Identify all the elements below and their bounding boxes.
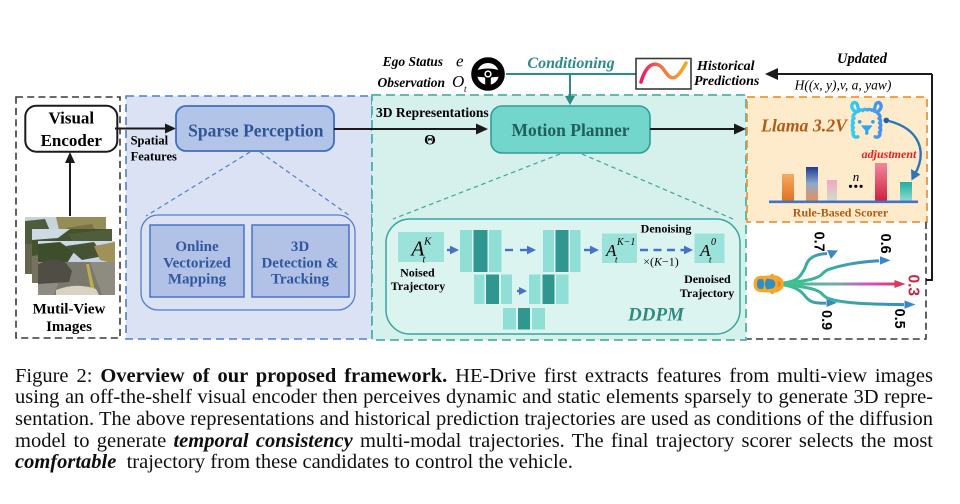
svg-text:Trajectory: Trajectory [680, 286, 734, 300]
svg-text:0.5: 0.5 [891, 309, 907, 329]
svg-text:Noised: Noised [400, 266, 435, 280]
svg-text:t: t [464, 84, 467, 94]
svg-text:Sparse Perception: Sparse Perception [188, 121, 324, 141]
svg-text:A: A [410, 237, 425, 261]
svg-text:n: n [853, 169, 860, 184]
svg-text:Spatial: Spatial [131, 134, 169, 148]
svg-text:K: K [423, 236, 432, 248]
svg-text:Denoised: Denoised [684, 272, 731, 286]
svg-text:adjustment: adjustment [862, 147, 917, 161]
svg-text:t: t [709, 255, 712, 265]
svg-text:K−1: K−1 [616, 237, 635, 248]
svg-text:Trajectory: Trajectory [391, 279, 445, 293]
svg-text:0.7: 0.7 [811, 232, 827, 252]
svg-text:0: 0 [711, 237, 716, 248]
svg-text:Vectorized: Vectorized [163, 255, 231, 271]
svg-text:DDPM: DDPM [627, 305, 685, 326]
svg-text:Detection &: Detection & [261, 255, 338, 271]
svg-text:3D: 3D [291, 239, 310, 255]
svg-text:Predictions: Predictions [694, 74, 760, 89]
svg-text:Motion Planner: Motion Planner [511, 120, 629, 140]
svg-text:Online: Online [175, 239, 219, 255]
svg-text:A: A [605, 241, 617, 260]
svg-text:Conditioning: Conditioning [527, 55, 614, 72]
svg-text:t: t [615, 255, 618, 265]
svg-text:Denoising: Denoising [641, 222, 692, 236]
svg-text:Ego Status: Ego Status [382, 54, 443, 69]
svg-text:Images: Images [46, 319, 92, 335]
svg-text:Updated: Updated [837, 51, 888, 67]
svg-text:Observation: Observation [378, 75, 446, 90]
svg-text:0.3: 0.3 [905, 275, 922, 297]
svg-text:e: e [456, 52, 464, 71]
svg-text:×(K−1): ×(K−1) [643, 255, 679, 269]
svg-text:H((x, y),v, a, yaw): H((x, y),v, a, yaw) [794, 78, 892, 93]
svg-text:t: t [423, 255, 426, 266]
svg-text:Encoder: Encoder [41, 131, 103, 150]
svg-text:0.9: 0.9 [818, 310, 834, 330]
svg-text:Rule-Based Scorer: Rule-Based Scorer [793, 206, 889, 220]
svg-text:Visual: Visual [48, 109, 94, 128]
svg-text:O: O [452, 72, 464, 91]
svg-text:Features: Features [131, 150, 177, 164]
svg-text:Mapping: Mapping [168, 272, 227, 288]
svg-text:Mutil-View: Mutil-View [33, 302, 106, 318]
svg-text:Θ: Θ [424, 133, 436, 149]
svg-text:Tracking: Tracking [271, 272, 330, 288]
svg-text:Historical: Historical [696, 59, 755, 74]
svg-text:3D Representations: 3D Representations [376, 105, 489, 120]
svg-text:A: A [699, 241, 711, 260]
svg-text:Llama 3.2V: Llama 3.2V [760, 116, 849, 136]
svg-text:0.6: 0.6 [877, 234, 893, 254]
